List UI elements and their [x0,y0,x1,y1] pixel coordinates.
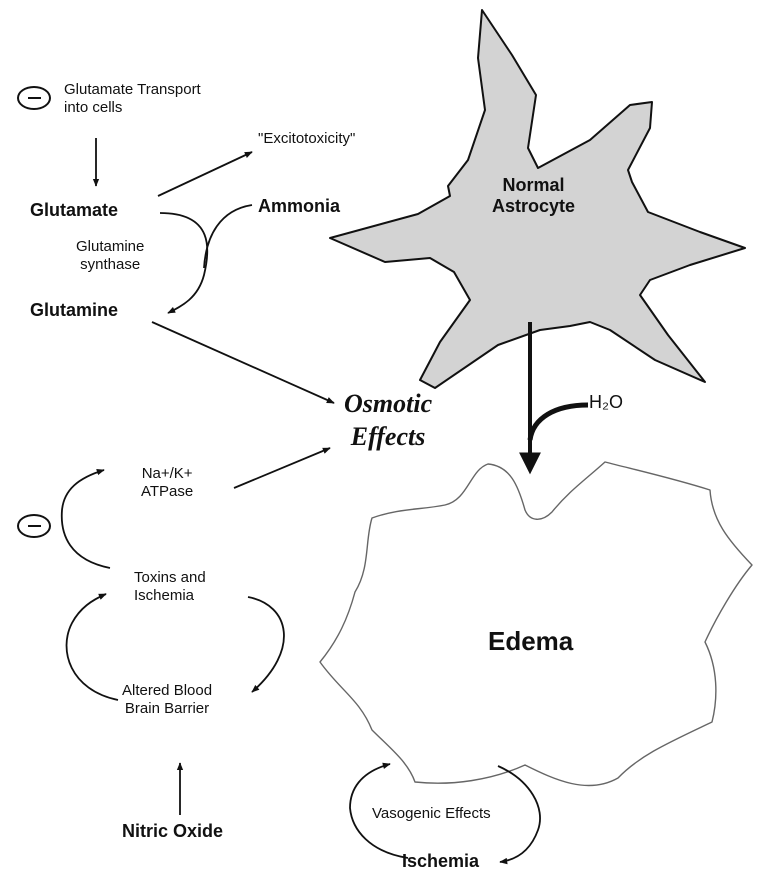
transport-label: Glutamate Transport into cells [64,81,201,116]
inhibit-minus-icon [17,86,51,110]
osmotic-effects-label: Osmotic Effects [344,388,432,453]
atpase-label: Na+/K+ ATPase [141,465,193,500]
arrow-vasogenic-loop-right [498,766,540,862]
arrow-toxins-to-bbb [248,597,284,692]
edema-cell-shape [320,462,752,786]
water-label: H₂O [589,392,623,413]
arrow-toxins-to-atpase [62,470,110,568]
arrow-glutamate-to-excitotoxicity [158,152,252,196]
glutamine-synthase-label: Glutamine synthase [76,238,144,273]
glutamine-label: Glutamine [30,300,118,321]
water-influx-curve [530,405,588,440]
toxins-ischemia-label: Toxins and Ischemia [134,569,206,604]
arrow-bbb-to-toxins [67,594,118,700]
nitric-oxide-label: Nitric Oxide [122,821,223,842]
ammonia-label: Ammonia [258,196,340,217]
altered-bbb-label: Altered Blood Brain Barrier [122,682,212,717]
normal-astrocyte-label: Normal Astrocyte [492,175,575,217]
arrow-glutamine-to-osmotic [152,322,334,403]
edema-label: Edema [488,626,573,657]
ischemia-label: Ischemia [402,851,479,872]
excitotoxicity-label: "Excitotoxicity" [258,130,355,148]
glutamate-label: Glutamate [30,200,118,221]
vasogenic-effects-label: Vasogenic Effects [372,805,491,823]
inhibit-minus-icon [17,514,51,538]
arrow-ammonia-line [204,205,252,268]
arrow-atpase-to-osmotic [234,448,330,488]
arrow-glutamate-to-glutamine [160,213,207,313]
